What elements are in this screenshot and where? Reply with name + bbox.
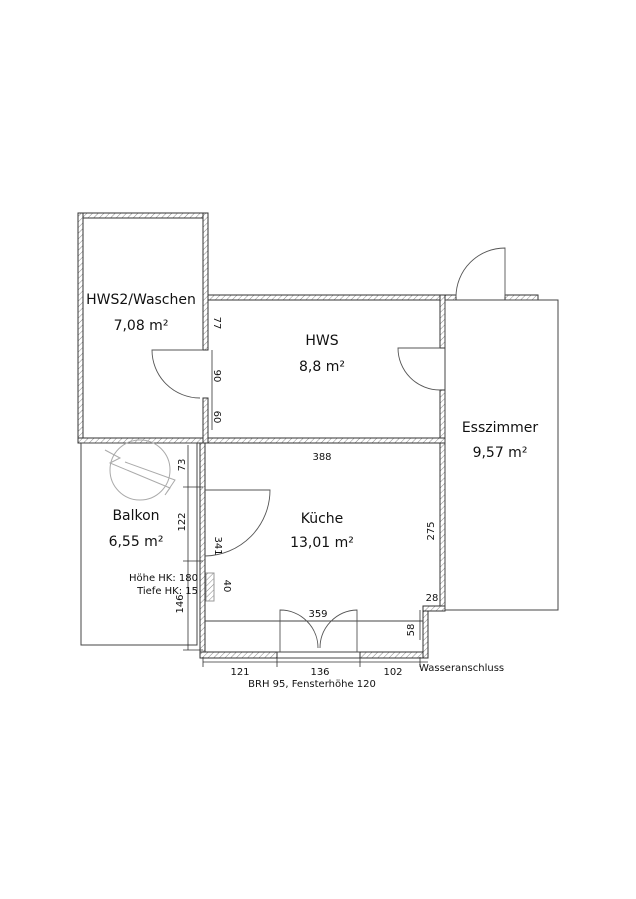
dim-341: 341	[212, 536, 223, 555]
dim-275: 275	[426, 521, 437, 540]
dim-40: 40	[221, 580, 232, 593]
room-area-balkon: 6,55 m²	[109, 534, 164, 550]
heater-height-note: Höhe HK: 180	[129, 573, 198, 584]
heater-depth-note: Tiefe HK: 15	[136, 586, 198, 597]
door-esszimmer-outside[interactable]	[455, 247, 506, 298]
room-area-hws2: 7,08 m²	[114, 318, 169, 334]
dim-28: 28	[426, 593, 439, 604]
esszimmer-outline	[444, 299, 559, 611]
balkon-outline	[80, 442, 198, 646]
kueche-walls	[199, 442, 446, 659]
dim-121: 121	[230, 667, 249, 678]
dim-60: 60	[211, 411, 222, 424]
dim-388: 388	[312, 452, 331, 463]
room-area-esszimmer: 9,57 m²	[473, 445, 528, 461]
water-connection-note: Wasseranschluss	[419, 663, 504, 674]
dim-122: 122	[177, 512, 188, 531]
dim-146: 146	[175, 594, 186, 613]
room-area-hws: 8,8 m²	[299, 359, 345, 375]
room-name-esszimmer: Esszimmer	[462, 420, 539, 436]
room-name-hws2: HWS2/Waschen	[86, 292, 196, 308]
dim-73: 73	[177, 459, 188, 472]
dim-102: 102	[383, 667, 402, 678]
door-kueche-balkon[interactable]	[204, 489, 271, 557]
compass-icon	[104, 439, 176, 501]
room-name-balkon: Balkon	[112, 508, 159, 524]
heater	[205, 572, 215, 602]
dimension-lines	[183, 350, 428, 667]
window-door-kueche[interactable]	[279, 609, 358, 652]
dim-136: 136	[310, 667, 329, 678]
room-name-kueche: Küche	[301, 511, 344, 527]
room-name-hws: HWS	[305, 333, 338, 349]
dim-359: 359	[308, 609, 327, 620]
door-hws-esszimmer[interactable]	[397, 347, 441, 391]
dim-90: 90	[211, 370, 222, 383]
window-note: BRH 95, Fensterhöhe 120	[248, 679, 376, 690]
room-area-kueche: 13,01 m²	[290, 535, 354, 551]
dim-58: 58	[406, 624, 417, 637]
dim-77: 77	[211, 317, 222, 330]
door-hws2[interactable]	[151, 349, 203, 399]
